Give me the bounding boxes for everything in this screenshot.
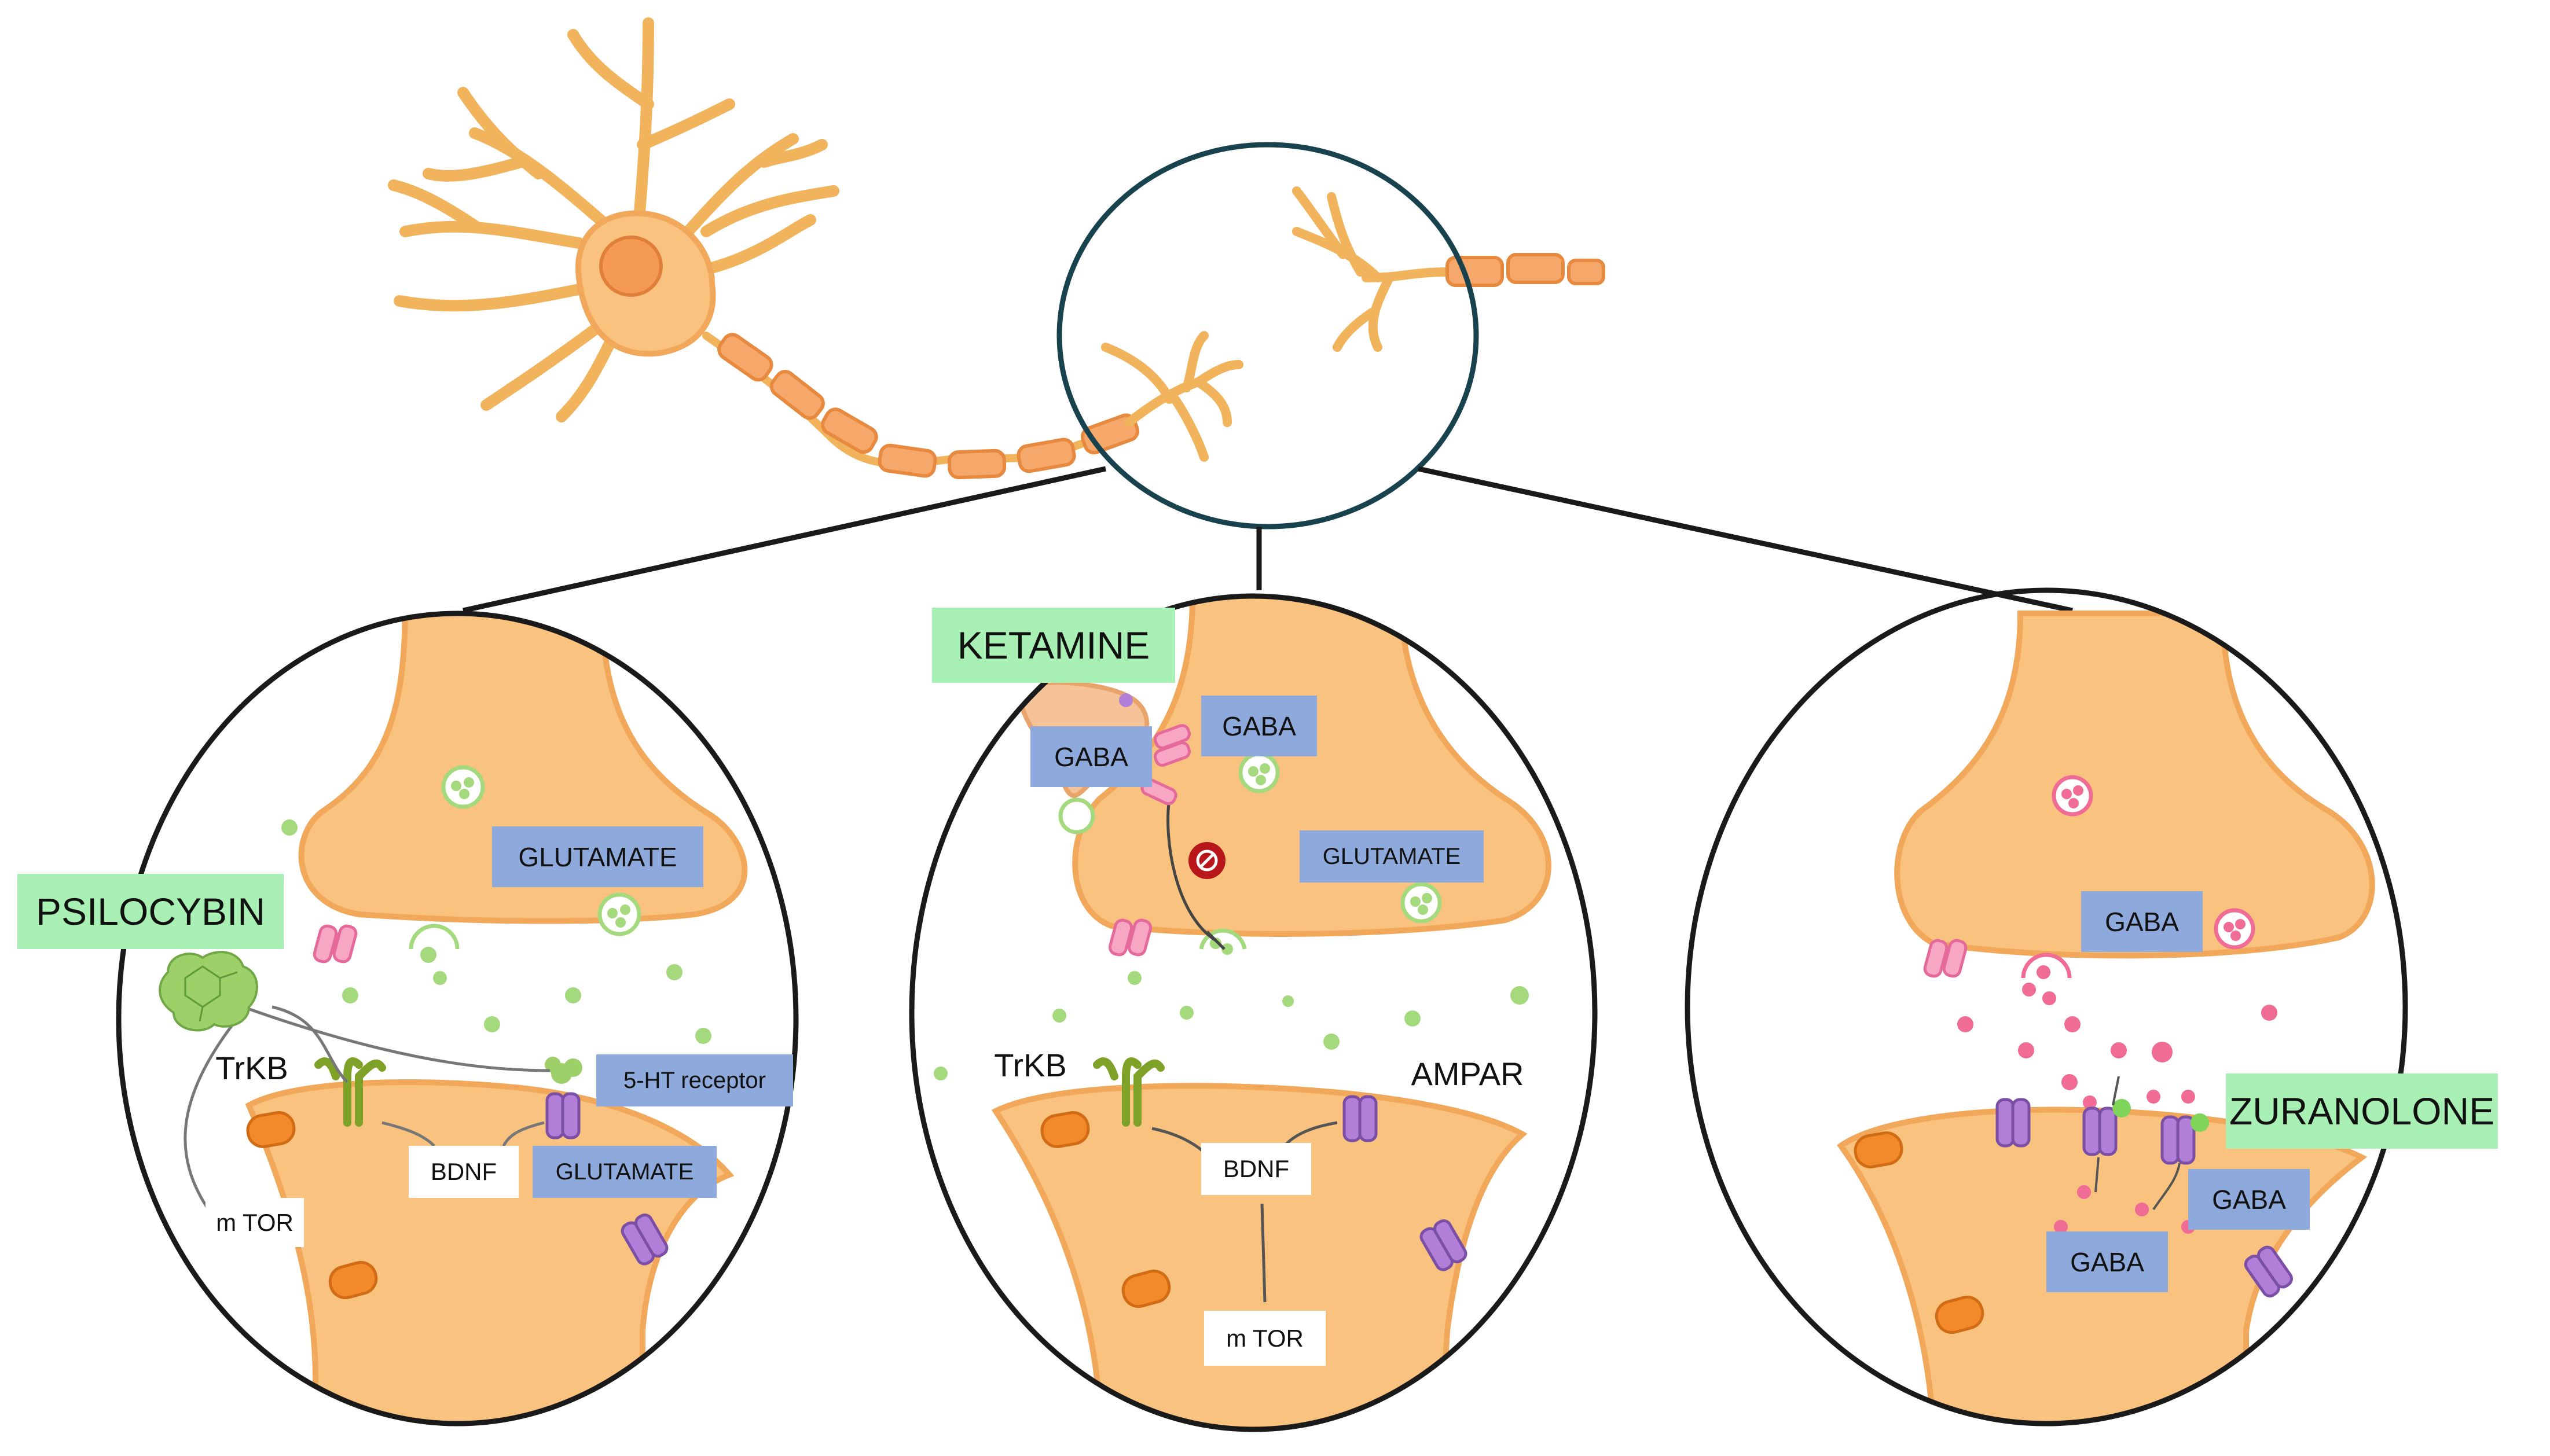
psilocybin-mtor-label: m TOR — [206, 1198, 304, 1247]
myelin-sheath-right — [1445, 253, 1605, 287]
postsynaptic-terminal — [991, 1083, 1528, 1429]
zuranolone-bound — [2112, 1099, 2209, 1132]
released-gaba — [1957, 965, 2277, 1234]
axon-terminal-left — [1101, 331, 1243, 462]
psilocybin-label: PSILOCYBIN — [17, 874, 284, 949]
ketamine-label: KETAMINE — [932, 608, 1175, 683]
gaba-a-receptors — [1995, 1098, 2293, 1297]
serotonin-receptor-pink — [313, 924, 358, 964]
zuranolone-gaba-receptor-label: GABA — [2188, 1169, 2310, 1230]
orange-channels — [246, 1111, 378, 1300]
inhibition-line — [1166, 798, 1226, 950]
panel-zuranolone — [1685, 587, 2408, 1426]
trkb-receptor — [314, 1057, 386, 1127]
psilocybin-bdnf-label: BDNF — [409, 1146, 519, 1198]
psilocybin-molecule — [159, 951, 258, 1032]
signal-arrows — [184, 1005, 551, 1211]
ketamine-glutamate-label: GLUTAMATE — [1300, 830, 1484, 883]
zuranolone-gaba-postsynaptic-label: GABA — [2046, 1231, 2168, 1292]
axon-terminal-right — [1292, 186, 1452, 352]
neuron-illustration — [388, 17, 1605, 480]
magnifier-circle — [1056, 142, 1479, 530]
ampar-label: AMPAR — [1411, 1055, 1524, 1092]
ketamine-mtor-label: m TOR — [1204, 1311, 1326, 1366]
psilocybin-glutamate-presynaptic-label: GLUTAMATE — [492, 826, 703, 887]
panel-psilocybin — [116, 611, 799, 1426]
ketamine-gaba-right-label: GABA — [1201, 696, 1317, 756]
connector-lines — [463, 466, 2073, 613]
psilocybin-at-receptor — [545, 1057, 582, 1084]
ketamine-trkb-label: TrKB — [994, 1046, 1067, 1083]
presynaptic-terminal — [1894, 611, 2375, 959]
5ht-receptor-label: 5-HT receptor — [596, 1054, 793, 1106]
vesicles — [441, 765, 641, 936]
ketamine-gaba-left-label: GABA — [1030, 726, 1152, 787]
myelin-sheath — [717, 333, 1140, 480]
5ht-receptor-purple — [545, 1092, 669, 1266]
psilocybin-glutamate-postsynaptic-label: GLUTAMATE — [533, 1146, 717, 1198]
psilocybin-trkb-label: TrKB — [215, 1049, 288, 1086]
zuranolone-gaba-presynaptic-label: GABA — [2081, 891, 2203, 952]
zuranolone-label: ZURANOLONE — [2226, 1073, 2498, 1149]
dendrites — [388, 17, 839, 422]
nucleus — [599, 236, 663, 297]
ketamine-block-icon — [1188, 842, 1226, 879]
ketamine-bdnf-label: BDNF — [1201, 1143, 1311, 1195]
